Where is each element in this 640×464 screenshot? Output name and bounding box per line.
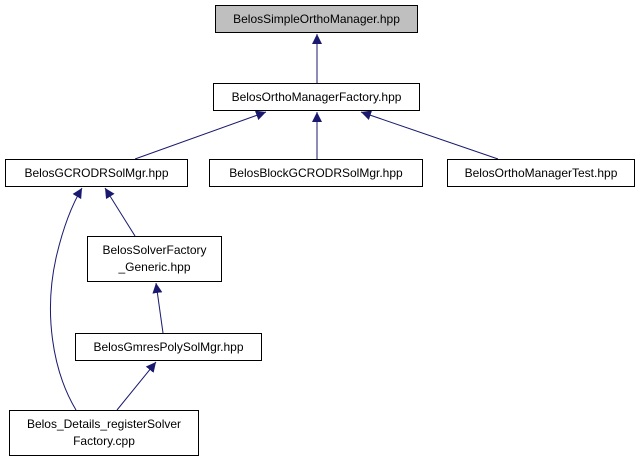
node-gcrodr-sol-mgr[interactable]: BelosGCRODRSolMgr.hpp <box>5 159 188 187</box>
edge-gmres-poly-sol-mgr-to-solver-factory-generic <box>152 282 164 334</box>
node-ortho-manager-test[interactable]: BelosOrthoManagerTest.hpp <box>447 159 635 187</box>
node-simple-ortho-manager: BelosSimpleOrthoManager.hpp <box>215 5 418 33</box>
node-label-line1: Belos_Details_registerSolver <box>26 417 182 431</box>
node-label: BelosOrthoManagerFactory.hpp <box>231 89 402 104</box>
node-block-gcrodr-sol-mgr[interactable]: BelosBlockGCRODRSolMgr.hpp <box>209 159 423 187</box>
node-label: Belos_Details_registerSolver Factory.cpp <box>27 416 181 450</box>
edge-gcrodr-sol-mgr-to-ortho-manager-factory <box>134 110 267 160</box>
node-label: BelosOrthoManagerTest.hpp <box>464 165 618 180</box>
node-label-line1: BelosSolverFactory <box>102 243 207 257</box>
node-gmres-poly-sol-mgr[interactable]: BelosGmresPolySolMgr.hpp <box>75 333 262 361</box>
node-ortho-manager-factory[interactable]: BelosOrthoManagerFactory.hpp <box>213 83 420 111</box>
node-label: BelosGCRODRSolMgr.hpp <box>24 165 169 180</box>
edge-ortho-manager-test-to-ortho-manager-factory <box>360 110 499 160</box>
edge-details-register-solver-factory-to-gcrodr-sol-mgr <box>49 187 83 411</box>
edge-details-register-solver-factory-to-gmres-poly-sol-mgr <box>116 361 157 411</box>
node-solver-factory-generic[interactable]: BelosSolverFactory _Generic.hpp <box>87 236 222 282</box>
node-label: BelosSolverFactory _Generic.hpp <box>102 242 206 276</box>
node-label: BelosSimpleOrthoManager.hpp <box>233 11 400 26</box>
node-details-register-solver-factory[interactable]: Belos_Details_registerSolver Factory.cpp <box>9 410 199 456</box>
node-label-line2: Factory.cpp <box>73 434 135 448</box>
node-label-line2: _Generic.hpp <box>118 260 191 274</box>
node-label: BelosGmresPolySolMgr.hpp <box>93 339 244 354</box>
edge-solver-factory-generic-to-gcrodr-sol-mgr <box>104 187 136 237</box>
node-label: BelosBlockGCRODRSolMgr.hpp <box>229 165 403 180</box>
